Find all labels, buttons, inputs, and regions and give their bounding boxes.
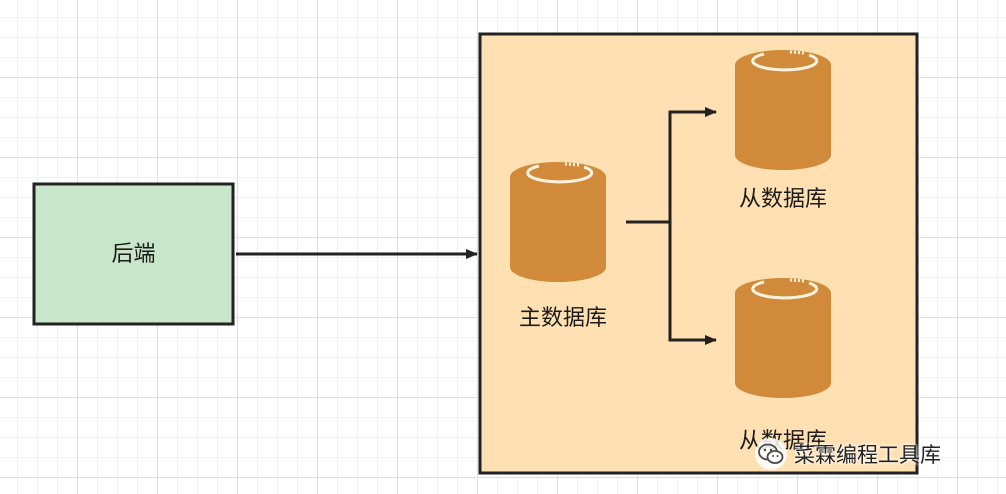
backend-label: 后端 xyxy=(111,242,156,267)
slave-database-1-icon[interactable] xyxy=(733,48,833,172)
backend-node[interactable] xyxy=(32,182,235,326)
slave-database-1-label: 从数据库 xyxy=(738,187,827,212)
watermark-text: 菜霖编程工具库 xyxy=(794,443,941,467)
watermark: 菜霖编程工具库 xyxy=(754,436,941,472)
edge-master-to-slave-1 xyxy=(626,107,717,224)
master-database-label: 主数据库 xyxy=(518,306,607,331)
wechat-icon xyxy=(755,438,787,470)
master-database-icon[interactable] xyxy=(508,160,608,284)
edge-master-to-slave-2 xyxy=(668,222,717,345)
slave-database-2-icon[interactable] xyxy=(733,276,833,400)
